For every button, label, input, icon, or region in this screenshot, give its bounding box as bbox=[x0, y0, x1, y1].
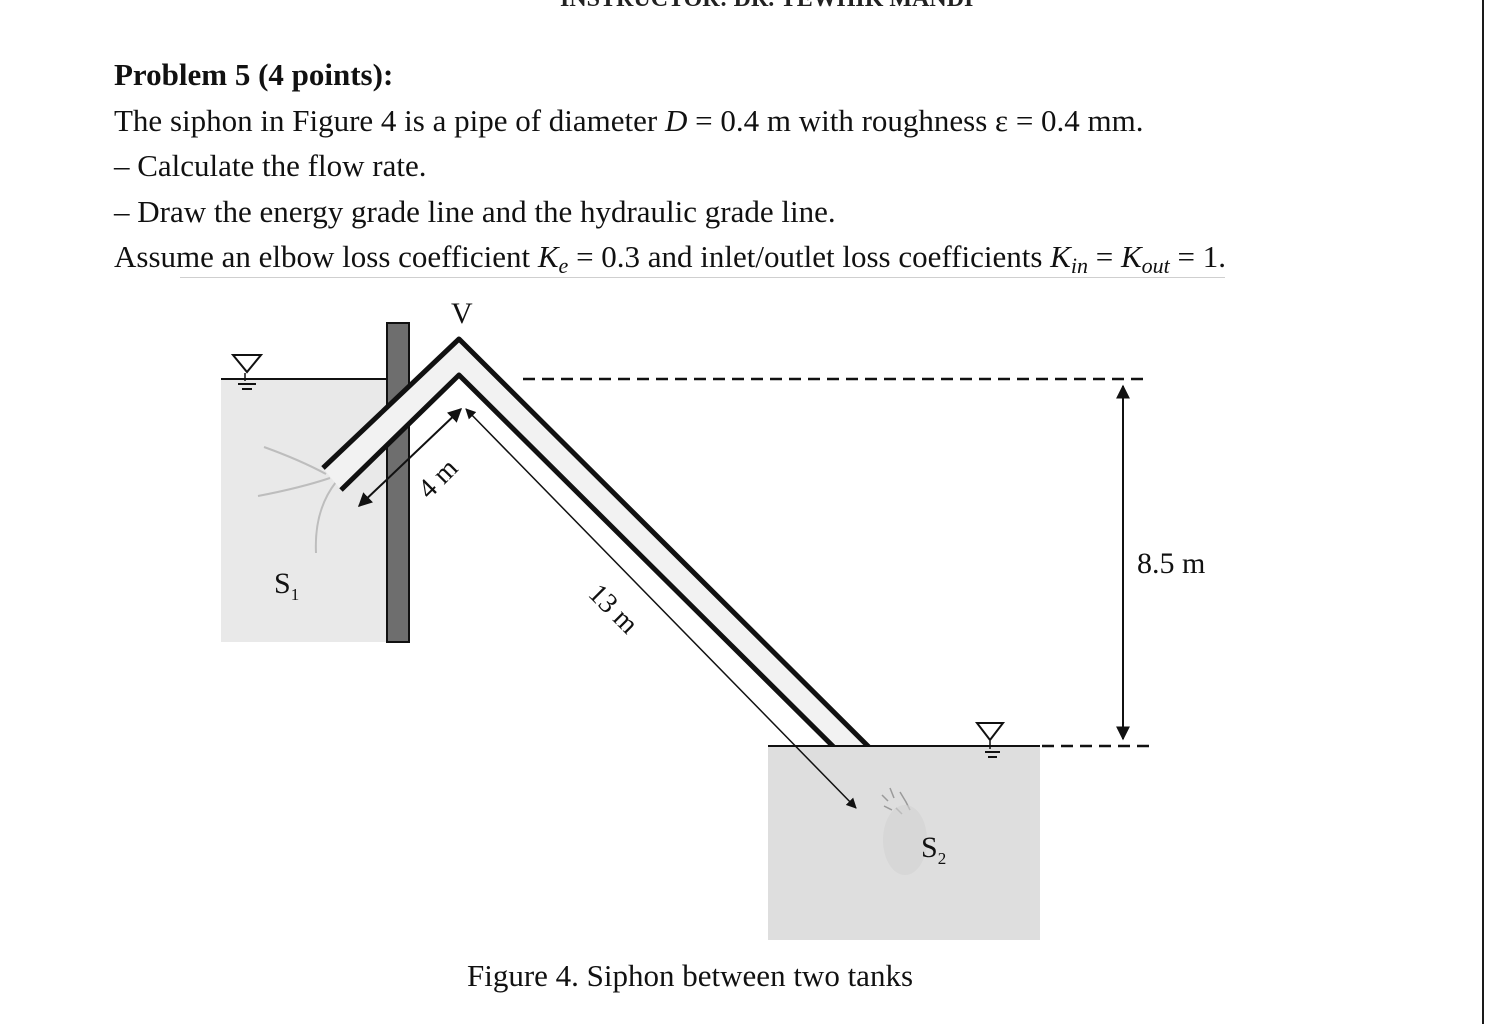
assumption-part: = 0.3 and inlet/outlet loss coefficients bbox=[568, 239, 1051, 274]
problem-statement: The siphon in Figure 4 is a pipe of diam… bbox=[114, 98, 1314, 144]
statement-part: = 0.4 m with roughness ε = 0.4 mm. bbox=[687, 102, 1144, 138]
label-13m: 13 m bbox=[582, 578, 644, 640]
long-leg-dimension-arrow bbox=[465, 408, 857, 809]
label-v: V bbox=[451, 297, 473, 330]
problem-assumptions: Assume an elbow loss coefficient Ke = 0.… bbox=[114, 234, 1314, 289]
assumption-part: = 1. bbox=[1169, 239, 1226, 274]
statement-part: The siphon in Figure 4 is a pipe of diam… bbox=[114, 102, 665, 138]
problem-text: Problem 5 (4 points): The siphon in Figu… bbox=[114, 52, 1314, 289]
water-level-symbol-lower bbox=[974, 722, 1006, 758]
ke-subscript: e bbox=[558, 253, 569, 278]
task-grade-lines: – Draw the energy grade line and the hyd… bbox=[114, 193, 836, 229]
label-s2: S2 bbox=[921, 831, 946, 868]
diameter-symbol: D bbox=[665, 102, 688, 138]
water-level-symbol-upper bbox=[230, 354, 264, 390]
k-symbol: K bbox=[1120, 239, 1142, 274]
figure-caption: Figure 4. Siphon between two tanks bbox=[467, 958, 914, 993]
problem-title: Problem 5 (4 points): bbox=[114, 57, 394, 92]
label-s1-sub: 1 bbox=[291, 585, 300, 604]
label-s2-main: S bbox=[921, 831, 938, 864]
label-4m: 4 m bbox=[412, 453, 464, 505]
label-s1-main: S bbox=[274, 567, 291, 600]
page-right-border bbox=[1482, 0, 1484, 1024]
task-flow-rate: – Calculate the flow rate. bbox=[114, 148, 427, 183]
separator-line bbox=[180, 277, 1225, 278]
kout-subscript: out bbox=[1141, 253, 1170, 278]
kin-subscript: in bbox=[1070, 253, 1088, 278]
label-s1: S1 bbox=[274, 567, 299, 604]
k-symbol: K bbox=[1050, 239, 1071, 274]
header-fragment: INSTRUCTOR: DR. YEWHIK MANDI bbox=[560, 0, 973, 13]
label-height: 8.5 m bbox=[1137, 547, 1205, 580]
outlet-splash bbox=[881, 787, 911, 815]
assumption-part: Assume an elbow loss coefficient bbox=[114, 239, 538, 274]
outlet-jet bbox=[883, 805, 927, 875]
label-s2-sub: 2 bbox=[938, 849, 947, 868]
upper-tank bbox=[221, 380, 387, 642]
tank-wall bbox=[386, 322, 410, 643]
short-leg-dimension-arrow bbox=[357, 408, 463, 507]
equals-sign: = bbox=[1087, 239, 1121, 274]
inlet-flow-lines bbox=[257, 446, 337, 554]
k-symbol: K bbox=[537, 239, 559, 274]
